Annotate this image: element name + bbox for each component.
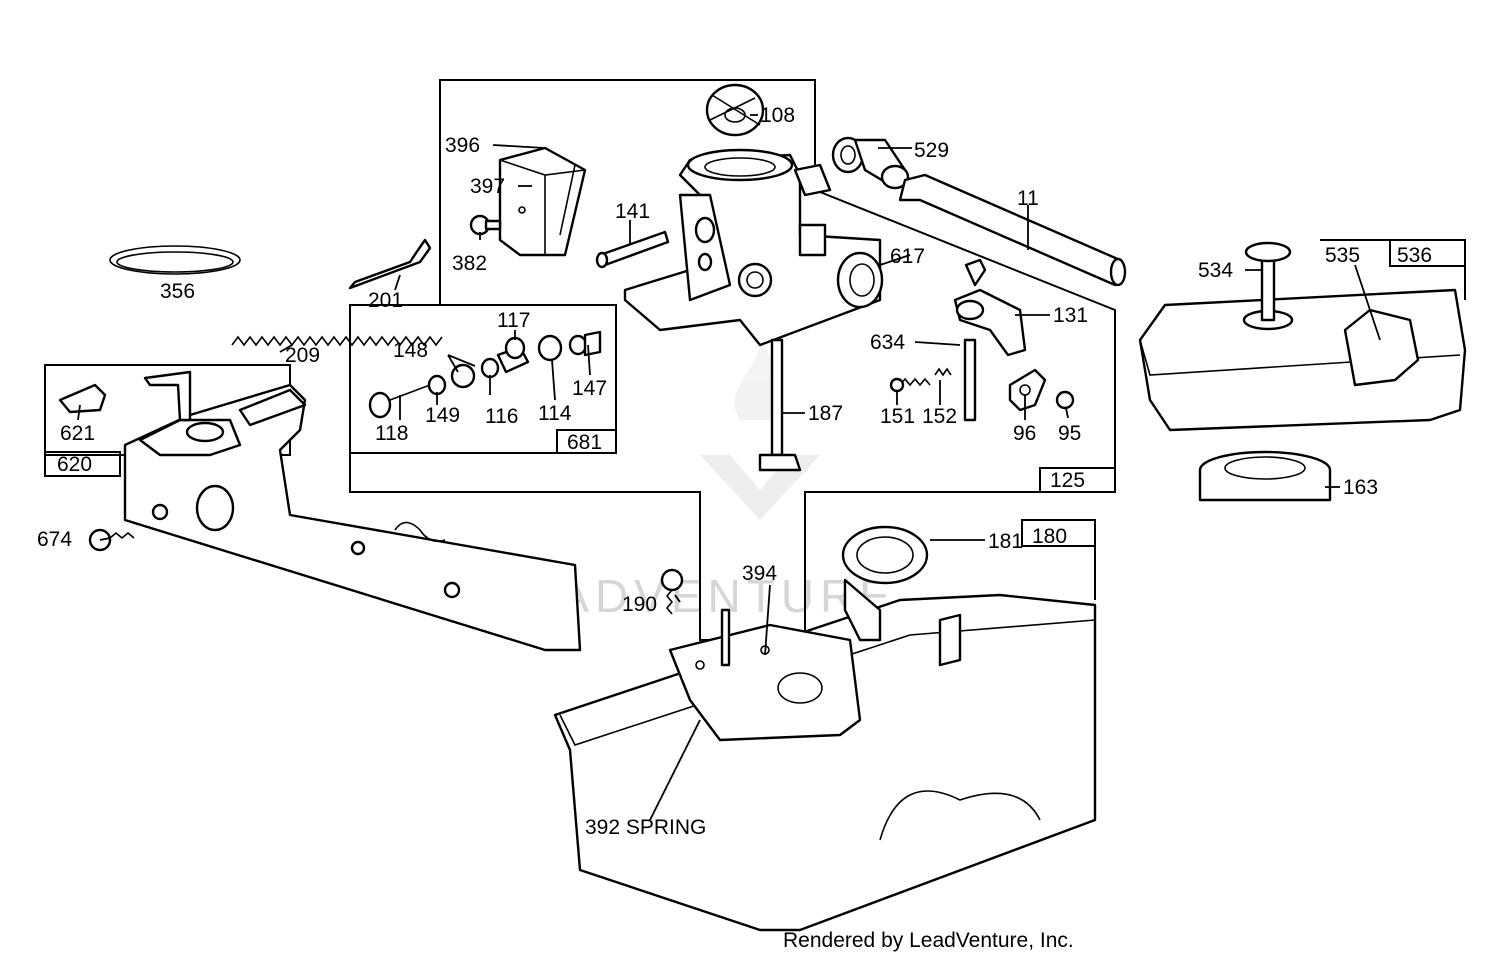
label-536: 536 bbox=[1397, 244, 1432, 267]
label-114: 114 bbox=[538, 402, 572, 425]
label-147: 147 bbox=[572, 377, 607, 400]
label-11: 11 bbox=[1017, 187, 1039, 210]
label-187: 187 bbox=[808, 402, 843, 425]
label-394: 394 bbox=[742, 562, 777, 585]
pin-141 bbox=[595, 230, 670, 269]
label-534: 534 bbox=[1198, 259, 1233, 282]
label-396: 396 bbox=[445, 134, 480, 157]
gasket-394 bbox=[668, 608, 862, 742]
label-117: 117 bbox=[497, 309, 530, 332]
label-141: 141 bbox=[615, 200, 650, 223]
label-382: 382 bbox=[452, 252, 487, 275]
watermark-logo bbox=[700, 340, 820, 520]
carburetor-body bbox=[623, 148, 884, 347]
label-201: 201 bbox=[368, 289, 403, 312]
label-116: 116 bbox=[485, 405, 518, 428]
bracket-397 bbox=[498, 146, 587, 257]
label-box-620 bbox=[44, 451, 121, 477]
label-96: 96 bbox=[1013, 422, 1036, 445]
screw-382 bbox=[469, 214, 502, 236]
label-95: 95 bbox=[1058, 422, 1081, 445]
spring-209 bbox=[231, 335, 443, 347]
label-681: 681 bbox=[567, 431, 602, 454]
label-190: 190 bbox=[622, 593, 657, 616]
label-620: 620 bbox=[57, 453, 92, 476]
label-397: 397 bbox=[470, 175, 505, 198]
part-labels: 108 396 397 382 141 529 11 617 201 356 2… bbox=[37, 104, 1432, 839]
label-163: 163 bbox=[1343, 476, 1378, 499]
label-209: 209 bbox=[285, 344, 320, 367]
group-box-681 bbox=[349, 304, 617, 454]
label-box-125 bbox=[1039, 467, 1116, 493]
label-621: 621 bbox=[60, 422, 95, 445]
throttle-parts-125 bbox=[889, 258, 1075, 422]
label-box-180 bbox=[1021, 519, 1096, 547]
choke-plate-108 bbox=[705, 83, 765, 137]
credit-text: Rendered by LeadVenture, Inc. bbox=[783, 929, 1074, 952]
label-125: 125 bbox=[1050, 469, 1085, 492]
screw-190 bbox=[660, 568, 684, 615]
label-108: 108 bbox=[760, 104, 795, 127]
label-131: 131 bbox=[1053, 304, 1088, 327]
elbow-529 bbox=[831, 136, 910, 190]
label-box-536 bbox=[1389, 239, 1466, 267]
control-bracket-620 bbox=[123, 370, 582, 652]
label-392-spring: 392 SPRING bbox=[585, 816, 706, 839]
label-box-681 bbox=[556, 429, 617, 454]
clip-621 bbox=[58, 383, 107, 414]
link-201 bbox=[348, 238, 432, 290]
label-634: 634 bbox=[870, 331, 905, 354]
label-148: 148 bbox=[393, 339, 428, 362]
air-cleaner-536 bbox=[1138, 241, 1467, 432]
label-535: 535 bbox=[1325, 244, 1360, 267]
label-529: 529 bbox=[914, 139, 949, 162]
label-180: 180 bbox=[1032, 525, 1067, 548]
label-152: 152 bbox=[922, 405, 957, 428]
label-149: 149 bbox=[425, 404, 460, 427]
label-617: 617 bbox=[890, 245, 925, 268]
needle-187 bbox=[758, 338, 802, 472]
label-356: 356 bbox=[160, 280, 195, 303]
air-base-163 bbox=[1198, 450, 1332, 502]
label-118: 118 bbox=[375, 422, 408, 445]
leader-lines bbox=[77, 114, 1381, 821]
label-181: 181 bbox=[988, 530, 1023, 553]
label-151: 151 bbox=[880, 405, 915, 428]
fuel-tube-11 bbox=[898, 173, 1127, 287]
screw-674 bbox=[88, 528, 135, 552]
ring-356 bbox=[109, 245, 241, 275]
label-674: 674 bbox=[37, 528, 72, 551]
